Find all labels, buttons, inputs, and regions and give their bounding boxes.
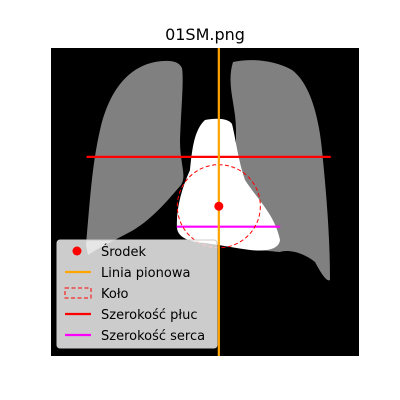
- legend-marker-circle: [64, 287, 92, 299]
- legend-marker-center: [72, 246, 82, 256]
- legend-label-heart-width: Szerokość serca: [101, 329, 205, 344]
- chart-title: 01SM.png: [165, 25, 245, 44]
- overlay-layer: [86, 48, 331, 356]
- center-point: [214, 201, 224, 211]
- heart-region: [176, 118, 280, 251]
- legend-box: [56, 239, 218, 349]
- legend-label-vertical-line: Linia pionowa: [101, 266, 190, 281]
- legend-label-center: Środek: [101, 244, 147, 260]
- legend-label-lung-width: Szerokość płuc: [101, 308, 198, 323]
- legend: Środek Linia pionowa Koło Szerokość płuc…: [56, 239, 218, 349]
- legend-label-circle: Koło: [101, 287, 129, 302]
